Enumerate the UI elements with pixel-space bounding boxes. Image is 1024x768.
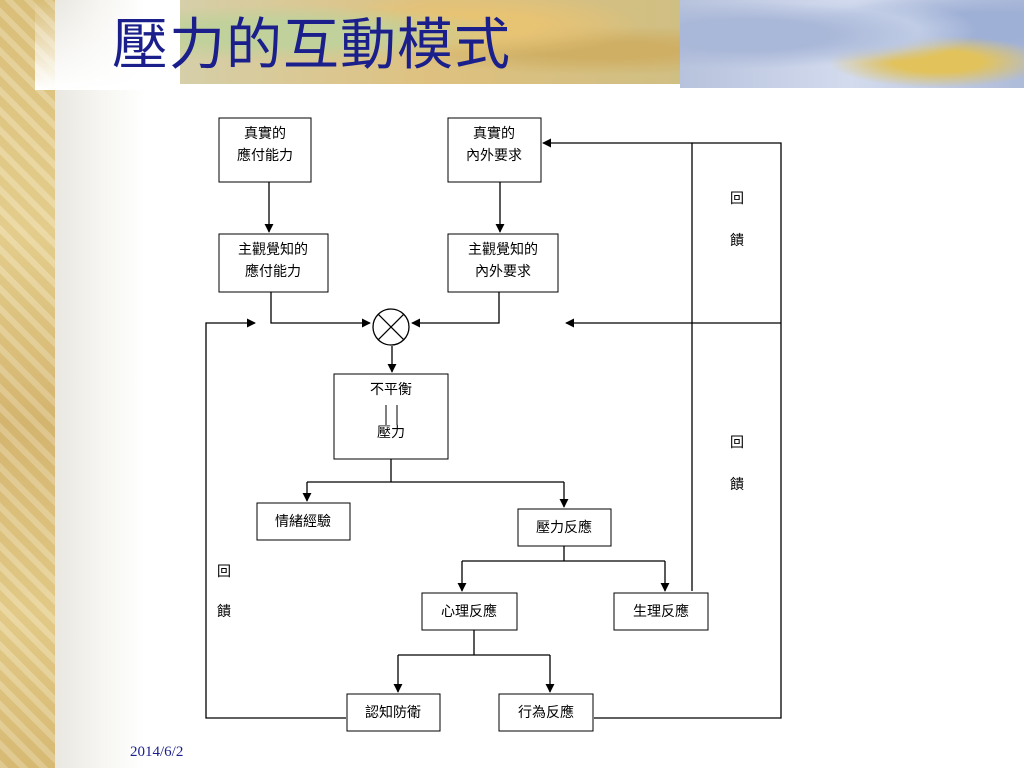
svg-text:心理反應: 心理反應 xyxy=(441,603,497,620)
svg-text:生理反應: 生理反應 xyxy=(633,603,689,620)
node-emotional-experience: 情緒經驗 xyxy=(256,502,351,541)
slide-date: 2014/6/2 xyxy=(130,744,184,760)
svg-text:主觀覺知的: 主觀覺知的 xyxy=(238,241,308,258)
svg-text:應付能力: 應付能力 xyxy=(237,147,293,164)
feedback-label-left: 回 饋 xyxy=(217,564,231,620)
decorative-header-image xyxy=(180,0,680,84)
node-perceived-demands: 主觀覺知的 內外要求 xyxy=(447,233,559,293)
comparator-symbol xyxy=(372,308,410,346)
svg-text:應付能力: 應付能力 xyxy=(245,263,301,280)
feedback-label-mid-right: 回 饋 xyxy=(730,435,744,493)
svg-text:饋: 饋 xyxy=(730,232,744,249)
node-imbalance-stress: 不平衡 壓力 xyxy=(333,373,449,460)
connector-lines xyxy=(205,138,782,719)
svg-text:壓力反應: 壓力反應 xyxy=(536,519,592,536)
svg-text:饋: 饋 xyxy=(730,476,744,493)
feedback-label-top-right: 回 饋 xyxy=(730,191,744,249)
node-stress-response: 壓力反應 xyxy=(517,508,612,547)
node-actual-demands: 真實的 內外要求 xyxy=(447,117,542,183)
svg-text:饋: 饋 xyxy=(217,603,231,620)
svg-text:主觀覺知的: 主觀覺知的 xyxy=(468,241,538,258)
node-psychological-response: 心理反應 xyxy=(421,592,518,631)
svg-text:回: 回 xyxy=(730,191,744,207)
svg-text:認知防衛: 認知防衛 xyxy=(365,704,421,721)
node-perceived-coping-capacity: 主觀覺知的 應付能力 xyxy=(218,233,329,293)
node-physiological-response: 生理反應 xyxy=(613,592,709,631)
slide-title: 壓力的互動模式 xyxy=(112,13,511,78)
svg-text:行為反應: 行為反應 xyxy=(518,704,574,721)
svg-text:回: 回 xyxy=(217,564,231,580)
node-actual-coping-capacity: 真實的 應付能力 xyxy=(218,117,312,183)
svg-text:壓力: 壓力 xyxy=(377,425,405,441)
decorative-header-image-right xyxy=(680,0,1024,88)
svg-text:真實的: 真實的 xyxy=(473,125,515,142)
svg-text:內外要求: 內外要求 xyxy=(466,148,522,164)
svg-text:情緒經驗: 情緒經驗 xyxy=(275,514,331,530)
node-cognitive-defense: 認知防衛 xyxy=(346,693,441,732)
svg-text:回: 回 xyxy=(730,435,744,451)
svg-text:不平衡: 不平衡 xyxy=(370,382,412,398)
svg-text:真實的: 真實的 xyxy=(244,125,286,142)
svg-text:內外要求: 內外要求 xyxy=(475,264,531,280)
decorative-left-fade xyxy=(55,0,145,768)
node-behavioral-response: 行為反應 xyxy=(498,693,594,732)
decorative-left-strip xyxy=(0,0,55,768)
